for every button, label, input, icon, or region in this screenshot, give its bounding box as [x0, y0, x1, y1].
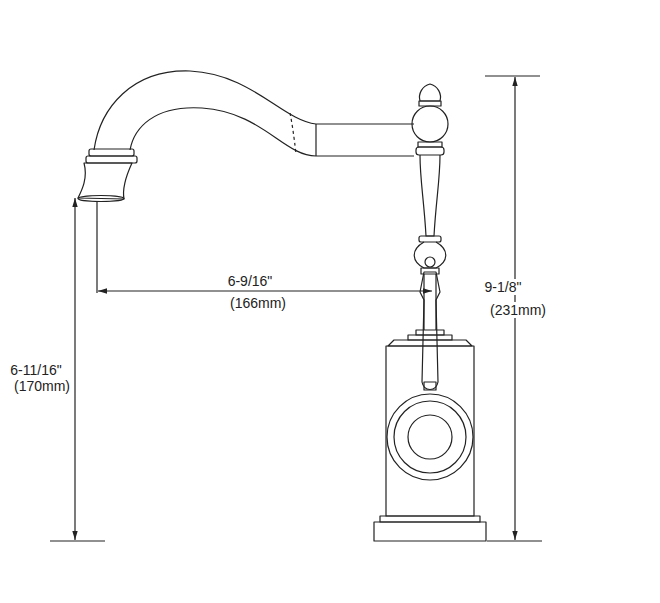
dimension-label: (166mm)	[228, 295, 288, 311]
dimension-label: (170mm)	[12, 378, 72, 394]
dimension-label: (231mm)	[488, 302, 548, 318]
dimension-label: 6-11/16"	[8, 362, 63, 378]
dimension-label: 9-1/8"	[483, 279, 524, 295]
dimension-label: 6-9/16"	[226, 273, 275, 289]
